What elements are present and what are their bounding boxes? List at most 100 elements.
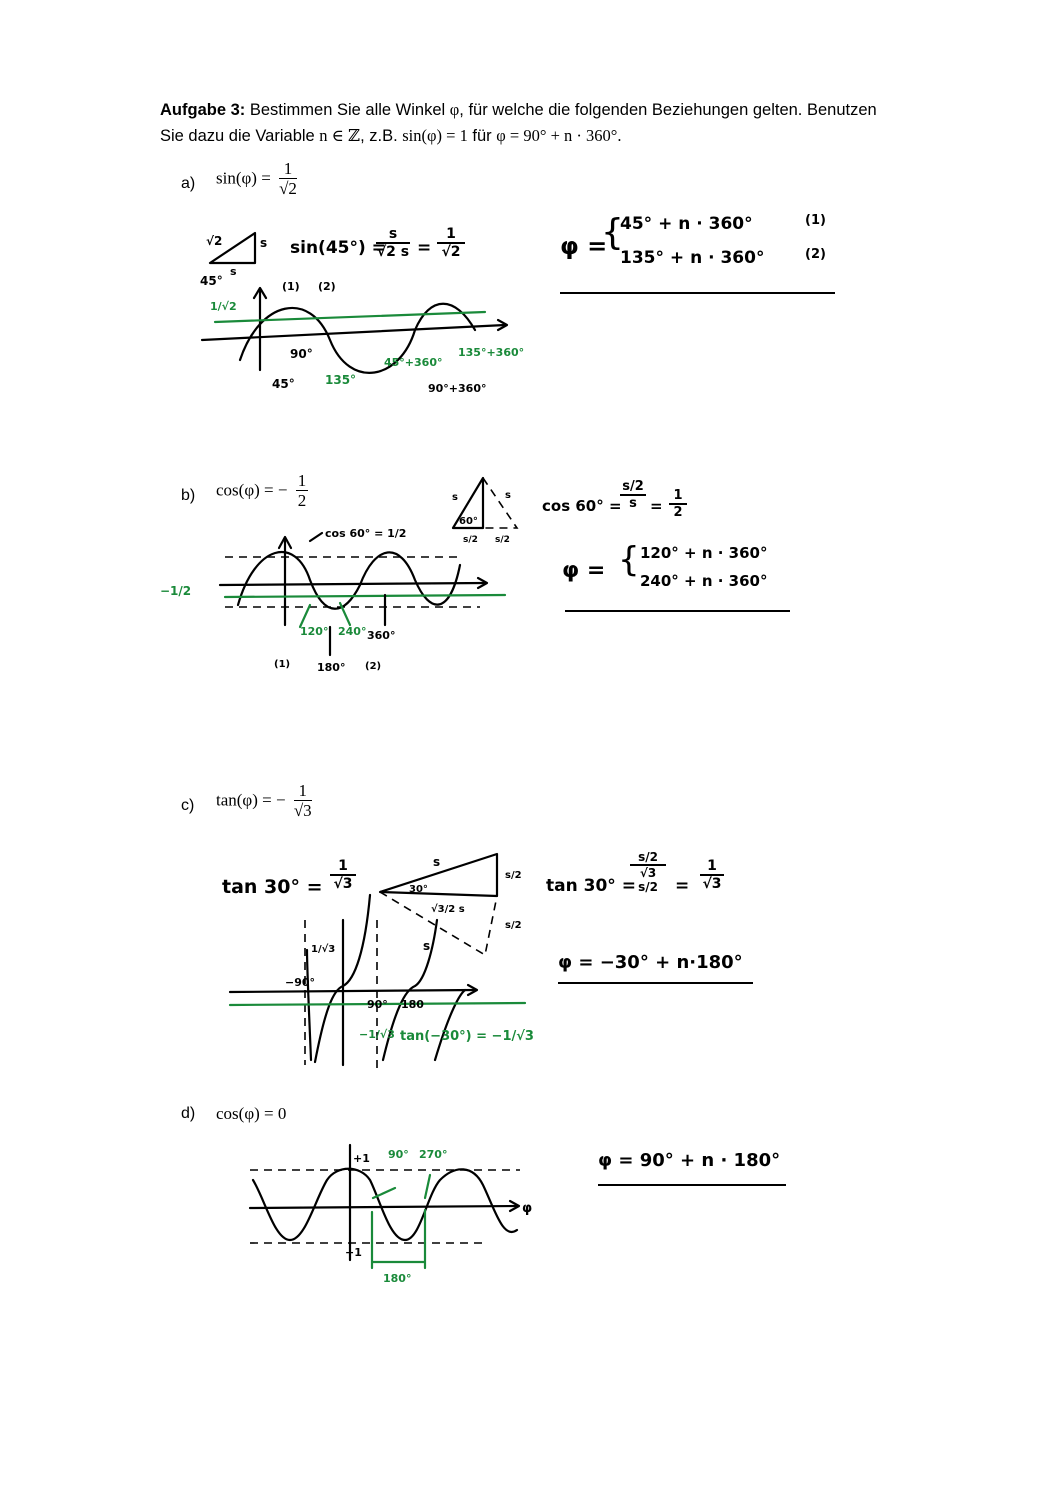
part-c-graph-180: 180 [401,998,424,1011]
part-b-eq-num1: s/2 [620,479,646,496]
part-a-tri-angle: 45° [200,274,223,288]
part-c-graph-level-top: 1/√3 [311,943,335,955]
part-c-green-eq: tan(−30°) = −1/√3 [400,1029,534,1044]
part-a-green-level: 1/√2 [210,300,237,313]
part-b-cosine-graph: cos 60° = 1/2 −1/2 120° 240° 360° 180° (… [160,527,507,674]
part-d-answer-underline [598,1184,786,1186]
part-a-answer-phi: φ = [560,232,608,260]
part-c-tri-angle: 30° [409,884,428,895]
part-a-tick-90: 90° [290,347,313,361]
part-b-cos60-eq: cos 60° = [542,497,622,515]
part-c-green-level-line [228,1001,527,1007]
part-a-tri-hyp: √2 [206,234,222,248]
part-c-eq1-den: √3 [333,876,353,892]
part-a-tick-135-360: 135°+360° [458,346,524,359]
task-var-def: n ∈ ℤ [319,126,361,145]
task-statement: Aufgabe 3: Bestimmen Sie alle Winkel φ, … [160,97,960,149]
part-b-eq-den2: 2 [673,505,683,520]
part-c-tri-s-ext: s/2 [505,920,522,931]
part-c-tri-base: √3/2 s [431,903,465,915]
part-d-equation: cos(φ) = 0 [216,1104,287,1123]
part-d-tick-270: 270° [419,1148,447,1161]
part-d-axis-label: φ [522,1201,532,1216]
part-b-equation: cos(φ) = − 1 2 [216,472,309,511]
part-c-tan-branch-1 [313,893,372,1064]
task-example-solution: φ = 90° + n · 360°. [496,126,622,145]
part-b-answer-underline [565,610,790,612]
part-a-eq-equals: = [417,238,432,258]
part-d-minus1: −1 [345,1246,362,1259]
task-text-3: Sie dazu die Variable [160,127,320,145]
part-a-lhs: sin(φ) = [216,168,271,188]
part-d-plus1: +1 [353,1152,370,1165]
part-a-sine-curve [238,302,477,374]
part-c-answer-underline [558,982,753,984]
task-text-2: , für welche die folgenden Beziehungen g… [459,101,877,119]
part-c-eq2-num2: 1 [700,858,724,876]
part-b-cos60-note: cos 60° = 1/2 [325,527,406,540]
part-d-arrow-90 [371,1186,397,1200]
part-c-eq2-frac: s/2 √3 s/2 [630,850,666,894]
part-a-y-arrow [252,286,268,300]
part-b-eq-num2: 1 [669,488,687,505]
part-c-triangle [378,852,499,898]
part-a-answer-tag-1: (1) [805,213,826,228]
part-a-x-arrow [496,318,509,332]
part-a-tick-45-360: 45°+360° [384,356,443,369]
part-c-eq2-num: s/2 [630,850,666,866]
part-c-eq1-num: 1 [330,858,356,876]
part-a-eq-frac1: s √2 s [376,226,410,260]
part-a-label: a) [181,175,196,192]
part-b-tri-half2: s/2 [495,535,510,545]
part-c-eq2-equals: = [675,876,690,896]
part-b-x-arrow [476,576,489,590]
part-b-label: b) [181,487,196,504]
part-d-span: 180° [383,1272,411,1285]
part-d-x-axis [248,1204,519,1210]
part-b-fraction: 1 2 [295,472,309,511]
part-a-eq-num1: s [376,226,410,244]
part-a-triangle-sketch: √2 s s 45° [200,231,267,288]
part-c-answer: φ = −30° + n·180° [558,952,743,973]
part-c-fraction: 1 √3 [293,782,312,821]
part-c-eq2-den: √3 s/2 [638,866,658,894]
task-text-5: für [467,127,497,145]
part-d-cosine-curve [251,1167,519,1242]
part-a-eq-num2: 1 [437,226,465,244]
part-d-cosine-graph: φ +1 90° 270° −1 180° [248,1143,532,1285]
part-c-x-axis [228,988,477,994]
part-a-answer-brace: { [601,212,624,253]
part-b-mark-1: (1) [274,659,290,670]
part-b-answer-line-2: 240° + n · 360° [640,572,768,590]
part-a-tick-135: 135° [325,373,356,387]
part-b-tri-angle: 60° [459,516,478,527]
part-c-tri-side: s/2 [505,870,522,881]
part-a-answer-underline [560,292,835,294]
part-b-tick-240: 240° [338,625,366,638]
part-b-triangle [451,476,485,530]
part-d-arrow-270 [423,1173,432,1200]
part-b-lhs: cos(φ) = − [216,480,288,500]
part-b-arrow-120 [298,603,312,629]
part-b-cosine-curve [236,551,462,610]
part-c-eq1: tan 30° = [222,876,323,898]
part-c-tangent-graph: 1/√3 −90° 90° 180 −1/√3 tan(−30°) = −1/√… [228,893,534,1068]
part-c-green-level: −1/√3 [359,1028,395,1041]
part-a-denominator: √2 [279,179,297,198]
part-c-equation: tan(φ) = − 1 √3 [216,782,312,821]
part-b-x-axis [218,581,487,587]
part-c-x-arrow [466,983,479,997]
part-c-eq2-den2: √3 [702,876,722,892]
part-c-tan-branch-3 [433,988,467,1062]
part-a-fraction: 1 √2 [279,160,297,199]
part-b-answer-line-1: 120° + n · 360° [640,544,768,562]
part-a-mark-2: (2) [318,280,336,293]
part-b-tick-360: 360° [367,629,395,642]
part-a-tick-45: 45° [272,377,295,391]
part-d-answer: φ = 90° + n · 180° [598,1150,781,1171]
part-c-triangle-sketch: s 30° s/2 √3/2 s s/2 s [378,852,522,957]
part-b-tri-s1: s [452,492,458,503]
part-a-triangle [208,231,257,265]
part-a-mark-1: (1) [282,280,300,293]
part-c-graph-m90: −90° [285,976,315,989]
